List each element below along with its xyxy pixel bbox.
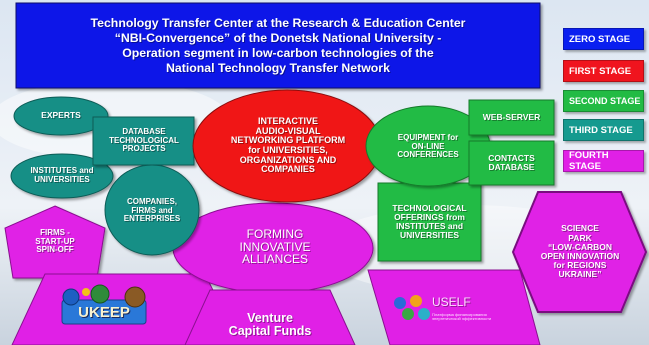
legend-first-stage: FIRST STAGE [563,60,644,82]
database-projects-label: DATABASE TECHNOLOGICAL PROJECTS [109,127,179,154]
uself-logo-subtitle: Платформа финансирования энергетической … [432,311,492,321]
experts-label: EXPERTS [41,110,81,121]
tech-offerings-label: TECHNOLOGICAL OFFERINGS from INSTITUTES … [392,202,467,241]
platform-label: INTERACTIVE AUDIO-VISUAL NETWORKING PLAT… [230,115,346,175]
offerings-shape [377,182,482,262]
legend-zero-stage: ZERO STAGE [563,28,644,50]
contacts-database-label: CONTACTS DATABASE [488,152,535,172]
ukeep-logo-text: UKEEP [78,303,130,321]
institutes-universities-label: INSTITUTES and UNIVERSITIES [30,166,94,184]
uself-shape [367,269,541,345]
equipment-label: EQUIPMENT for ON-LINE CONFERENCES [397,133,459,160]
web-server-label: WEB-SERVER [482,111,541,122]
experts-shape [13,96,109,136]
webserver-shape [468,99,555,136]
venture-capital-label: Venture Capital Funds [228,310,312,338]
legend-second-stage: SECOND STAGE [563,90,644,112]
institutes-shape [10,153,114,199]
science-park-label: SCIENCE PARK “LOW-CARBON OPEN INNOVATION… [540,223,620,280]
diagram-title: Technology Transfer Center at the Resear… [90,16,466,75]
science-park-shape [511,191,648,313]
contacts-shape [468,140,555,186]
title-box [15,2,541,89]
companies-label: COMPANIES, FIRMS and ENTERPRISES [123,197,181,224]
firms-startup-label: FIRMS - START-UP SPIN-OFF [35,228,75,255]
companies-shape [104,164,200,256]
forming-alliances-label: FORMING INNOVATIVE ALLIANCES [239,226,311,267]
legend-third-stage: THIRD STAGE [563,119,644,141]
uself-logo-text: USELF [432,294,471,309]
uself-logo [394,295,430,320]
legend-fourth-stage: FOURTH STAGE [563,150,644,172]
venture-shape [184,289,356,345]
ukeep-logo [61,284,147,325]
